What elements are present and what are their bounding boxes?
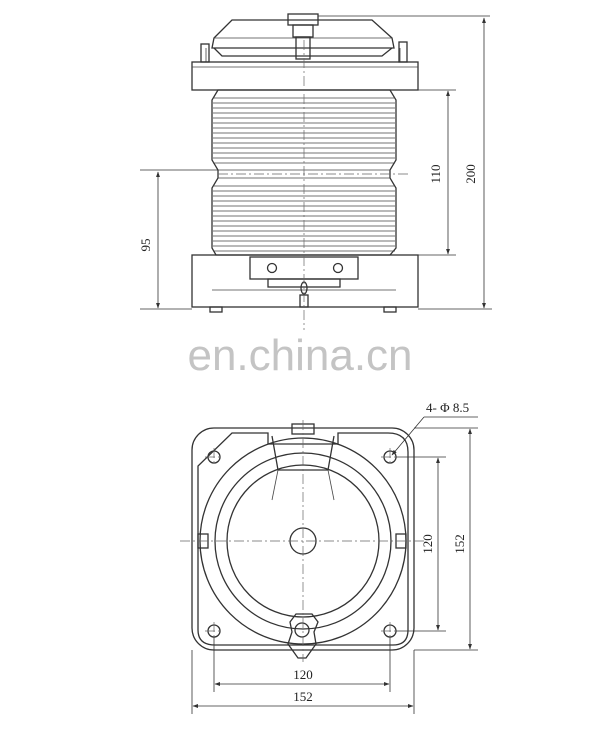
dim-label-holes: 4- Φ 8.5 xyxy=(426,400,469,415)
upper-flange xyxy=(191,61,419,91)
dim-label-h-120: 120 xyxy=(293,667,313,682)
base-block xyxy=(191,254,419,313)
top-bolt xyxy=(287,13,490,60)
dim-200: 200 xyxy=(418,17,492,310)
dim-95: 95 xyxy=(138,169,218,310)
top-view: 4- Φ 8.5 120 152 120 152 xyxy=(180,400,478,714)
bottom-bolt xyxy=(287,613,319,659)
side-view: 200 110 95 xyxy=(138,13,492,330)
dim-label-95: 95 xyxy=(138,239,153,252)
dim-label-h-152: 152 xyxy=(293,689,313,704)
dim-label-v-152: 152 xyxy=(452,534,467,554)
dim-label-v-120: 120 xyxy=(420,534,435,554)
top-cap xyxy=(200,19,408,63)
dim-v-152: 152 xyxy=(414,427,478,651)
dim-v-120: 120 xyxy=(396,456,446,632)
dim-label-200: 200 xyxy=(463,164,478,184)
dim-label-110: 110 xyxy=(428,164,443,183)
watermark: en.china.cn xyxy=(187,331,412,380)
dim-h-152: 152 xyxy=(191,650,415,714)
dim-110: 110 xyxy=(396,89,456,256)
dim-h-120: 120 xyxy=(213,637,391,692)
dim-holes: 4- Φ 8.5 xyxy=(391,400,478,456)
